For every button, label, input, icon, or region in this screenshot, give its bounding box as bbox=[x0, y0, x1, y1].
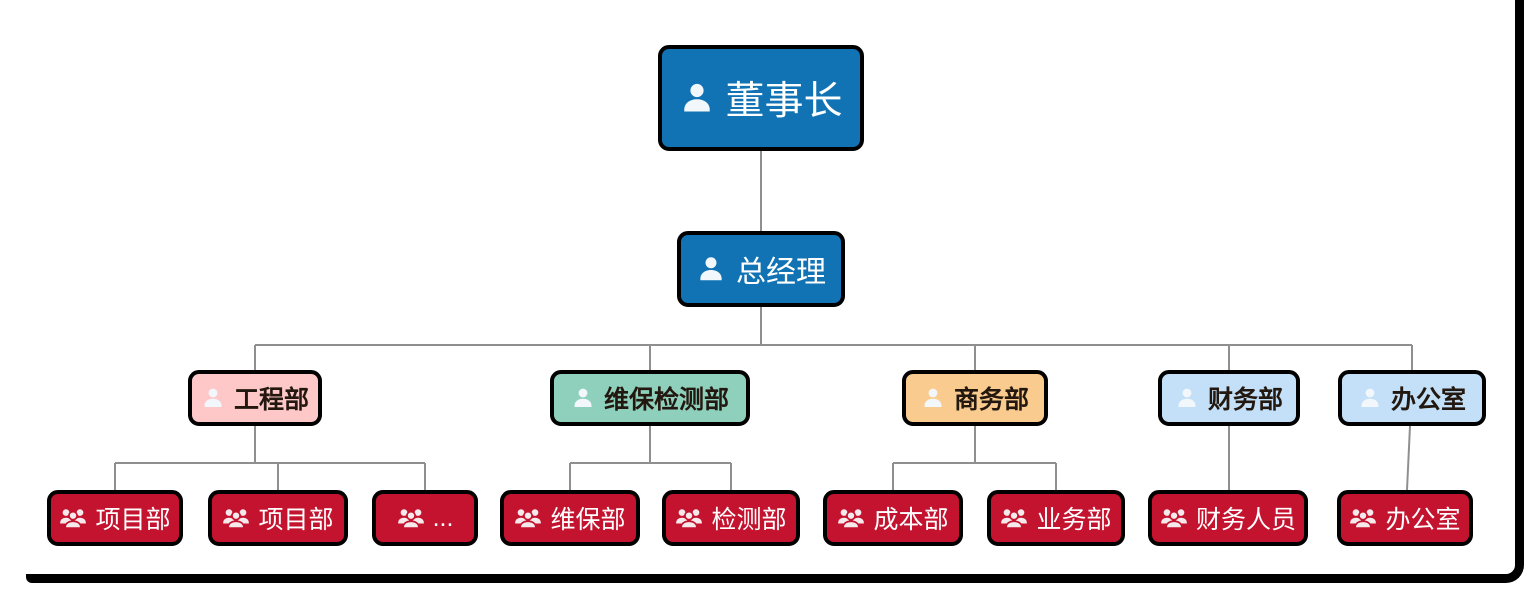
node-label: ... bbox=[432, 503, 454, 532]
node-inspection-team[interactable]: 检测部 bbox=[662, 490, 800, 546]
node-label: 业务部 bbox=[1036, 506, 1112, 534]
node-chairman[interactable]: 董事长 bbox=[658, 45, 864, 151]
users-icon bbox=[837, 507, 865, 529]
user-icon bbox=[571, 386, 595, 410]
users-icon bbox=[675, 507, 703, 529]
user-icon bbox=[696, 254, 726, 284]
node-label: 商务部 bbox=[953, 386, 1029, 414]
node-office-team[interactable]: 办公室 bbox=[1337, 490, 1473, 546]
node-label: 财务部 bbox=[1207, 386, 1283, 414]
node-office[interactable]: 办公室 bbox=[1338, 370, 1486, 426]
users-icon bbox=[514, 507, 542, 529]
node-label: 办公室 bbox=[1390, 386, 1466, 414]
node-label: 项目部 bbox=[258, 506, 334, 534]
node-label: 项目部 bbox=[95, 506, 171, 534]
node-project-dept-1[interactable]: 项目部 bbox=[47, 490, 183, 546]
node-maintenance-inspection-dept[interactable]: 维保检测部 bbox=[550, 370, 750, 426]
node-operations-team[interactable]: 业务部 bbox=[987, 490, 1125, 546]
node-label: 成本部 bbox=[873, 506, 949, 534]
user-icon bbox=[921, 386, 945, 410]
node-finance-staff[interactable]: 财务人员 bbox=[1148, 490, 1308, 546]
node-business-dept[interactable]: 商务部 bbox=[902, 370, 1048, 426]
node-label: 董事长 bbox=[725, 80, 843, 123]
users-icon bbox=[1349, 507, 1377, 529]
node-general-manager[interactable]: 总经理 bbox=[677, 231, 845, 307]
users-icon bbox=[1000, 507, 1028, 529]
node-label: 维保检测部 bbox=[603, 386, 729, 414]
node-more-teams[interactable]: ... bbox=[372, 490, 478, 546]
users-icon bbox=[59, 507, 87, 529]
users-icon bbox=[397, 507, 425, 529]
user-icon bbox=[1175, 386, 1199, 410]
node-cost-team[interactable]: 成本部 bbox=[823, 490, 963, 546]
node-finance-dept[interactable]: 财务部 bbox=[1158, 370, 1300, 426]
node-label: 维保部 bbox=[550, 506, 626, 534]
node-label: 总经理 bbox=[736, 256, 826, 289]
node-engineering-dept[interactable]: 工程部 bbox=[188, 370, 322, 426]
user-icon bbox=[201, 386, 225, 410]
node-maintenance-team[interactable]: 维保部 bbox=[500, 490, 640, 546]
node-label: 财务人员 bbox=[1195, 506, 1296, 534]
node-label: 工程部 bbox=[233, 386, 309, 414]
node-project-dept-2[interactable]: 项目部 bbox=[208, 490, 348, 546]
user-icon bbox=[679, 80, 715, 116]
node-label: 办公室 bbox=[1385, 506, 1461, 534]
node-label: 检测部 bbox=[711, 506, 787, 534]
user-icon bbox=[1358, 386, 1382, 410]
users-icon bbox=[1160, 507, 1188, 529]
users-icon bbox=[222, 507, 250, 529]
